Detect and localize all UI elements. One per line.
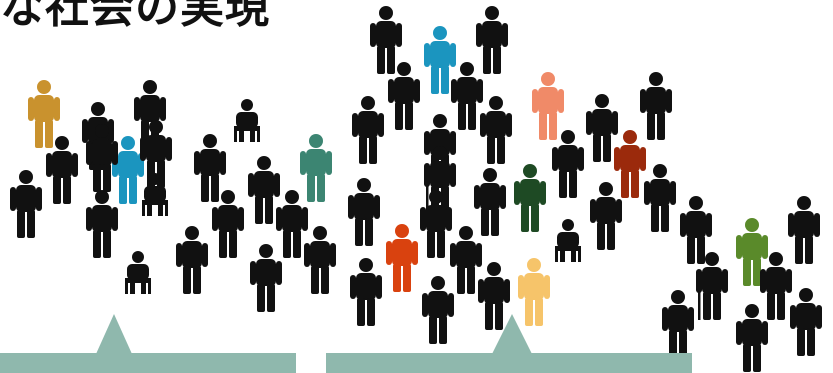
person-figure — [388, 62, 420, 130]
person-figure — [10, 170, 42, 238]
person-figure — [194, 134, 226, 202]
person-figure — [450, 226, 482, 294]
person-figure — [86, 124, 118, 192]
person-figure — [590, 182, 622, 250]
page-title: な社会の実現 — [0, 0, 270, 33]
person-figure — [176, 226, 208, 294]
person-figure — [532, 72, 564, 140]
person-figure — [112, 136, 144, 204]
person-figure — [276, 190, 308, 258]
person-figure — [304, 226, 336, 294]
person-with-cane-figure — [696, 252, 728, 320]
person-figure — [478, 262, 510, 330]
person-figure — [248, 156, 280, 224]
person-figure — [451, 62, 483, 130]
person-figure — [28, 80, 60, 148]
person-figure — [790, 288, 822, 356]
person-figure — [480, 96, 512, 164]
person-figure — [614, 130, 646, 198]
callout-box-right — [326, 314, 692, 373]
callout-bar-right — [326, 353, 692, 373]
person-figure — [662, 290, 694, 358]
person-figure — [644, 164, 676, 232]
person-figure — [420, 190, 452, 258]
callout-bar-left — [0, 353, 296, 373]
person-figure — [350, 258, 382, 326]
person-figure — [788, 196, 820, 264]
person-figure — [552, 130, 584, 198]
person-figure — [760, 252, 792, 320]
person-figure — [474, 168, 506, 236]
person-figure — [352, 96, 384, 164]
wheelchair-person-figure — [234, 99, 260, 142]
person-figure — [518, 258, 550, 326]
person-figure — [300, 134, 332, 202]
callout-box-left — [0, 314, 296, 373]
person-figure — [140, 120, 172, 188]
person-figure — [422, 276, 454, 344]
person-figure — [386, 224, 418, 292]
callout-pointer-right — [492, 314, 532, 354]
wheelchair-person-figure — [555, 219, 581, 262]
person-figure — [86, 190, 118, 258]
person-figure — [680, 196, 712, 264]
person-figure — [736, 304, 768, 372]
person-figure — [640, 72, 672, 140]
person-figure — [424, 26, 456, 94]
person-figure — [348, 178, 380, 246]
person-figure — [736, 218, 768, 286]
wheelchair-person-figure — [125, 251, 151, 294]
person-figure — [514, 164, 546, 232]
person-figure — [212, 190, 244, 258]
person-figure — [586, 94, 618, 162]
person-figure — [476, 6, 508, 74]
person-with-cane-figure — [424, 146, 456, 214]
callout-pointer-left — [96, 314, 132, 354]
person-figure — [370, 6, 402, 74]
person-figure — [250, 244, 282, 312]
person-figure — [46, 136, 78, 204]
